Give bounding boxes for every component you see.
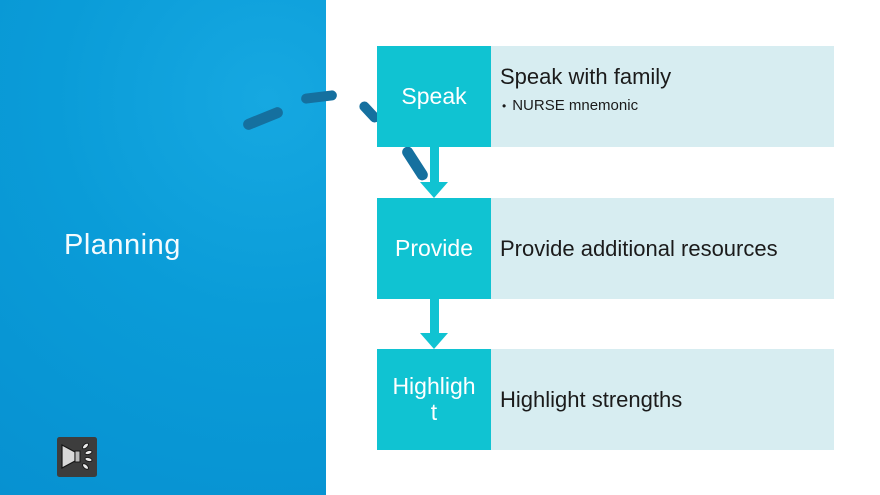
slide-title: Planning	[64, 229, 181, 261]
step-label-text: Speak	[401, 82, 467, 109]
down-arrow	[420, 147, 449, 198]
bullet-marker: •	[502, 99, 507, 113]
arrow-stem	[430, 147, 439, 183]
ink-dash	[400, 144, 430, 183]
step-label-text: Provide	[395, 234, 473, 261]
step-title: Highlight strengths	[500, 386, 683, 412]
step-title: Provide additional resources	[500, 235, 778, 261]
left-panel: Planning	[0, 0, 326, 495]
arrow-stem	[430, 299, 439, 334]
step-content-provide: Provide additional resources	[491, 198, 834, 299]
step-label-box-highlight: Highlight	[377, 349, 491, 450]
arrow-head	[420, 333, 448, 349]
step-label-box-speak: Speak	[377, 46, 491, 147]
down-arrow	[420, 299, 449, 349]
arrow-head	[420, 182, 448, 198]
step-content-highlight: Highlight strengths	[491, 349, 834, 450]
bullet-text: NURSE mnemonic	[512, 97, 639, 114]
step-label-text: Highlight	[392, 372, 476, 425]
step-label-box-provide: Provide	[377, 198, 491, 299]
bullet-item: • NURSE mnemonic	[491, 97, 834, 115]
ink-dash	[357, 99, 382, 125]
step-content-speak: Speak with family • NURSE mnemonic	[491, 46, 834, 147]
speaker-icon	[57, 437, 97, 477]
step-title: Speak with family	[500, 64, 672, 89]
audio-button[interactable]	[57, 437, 97, 477]
